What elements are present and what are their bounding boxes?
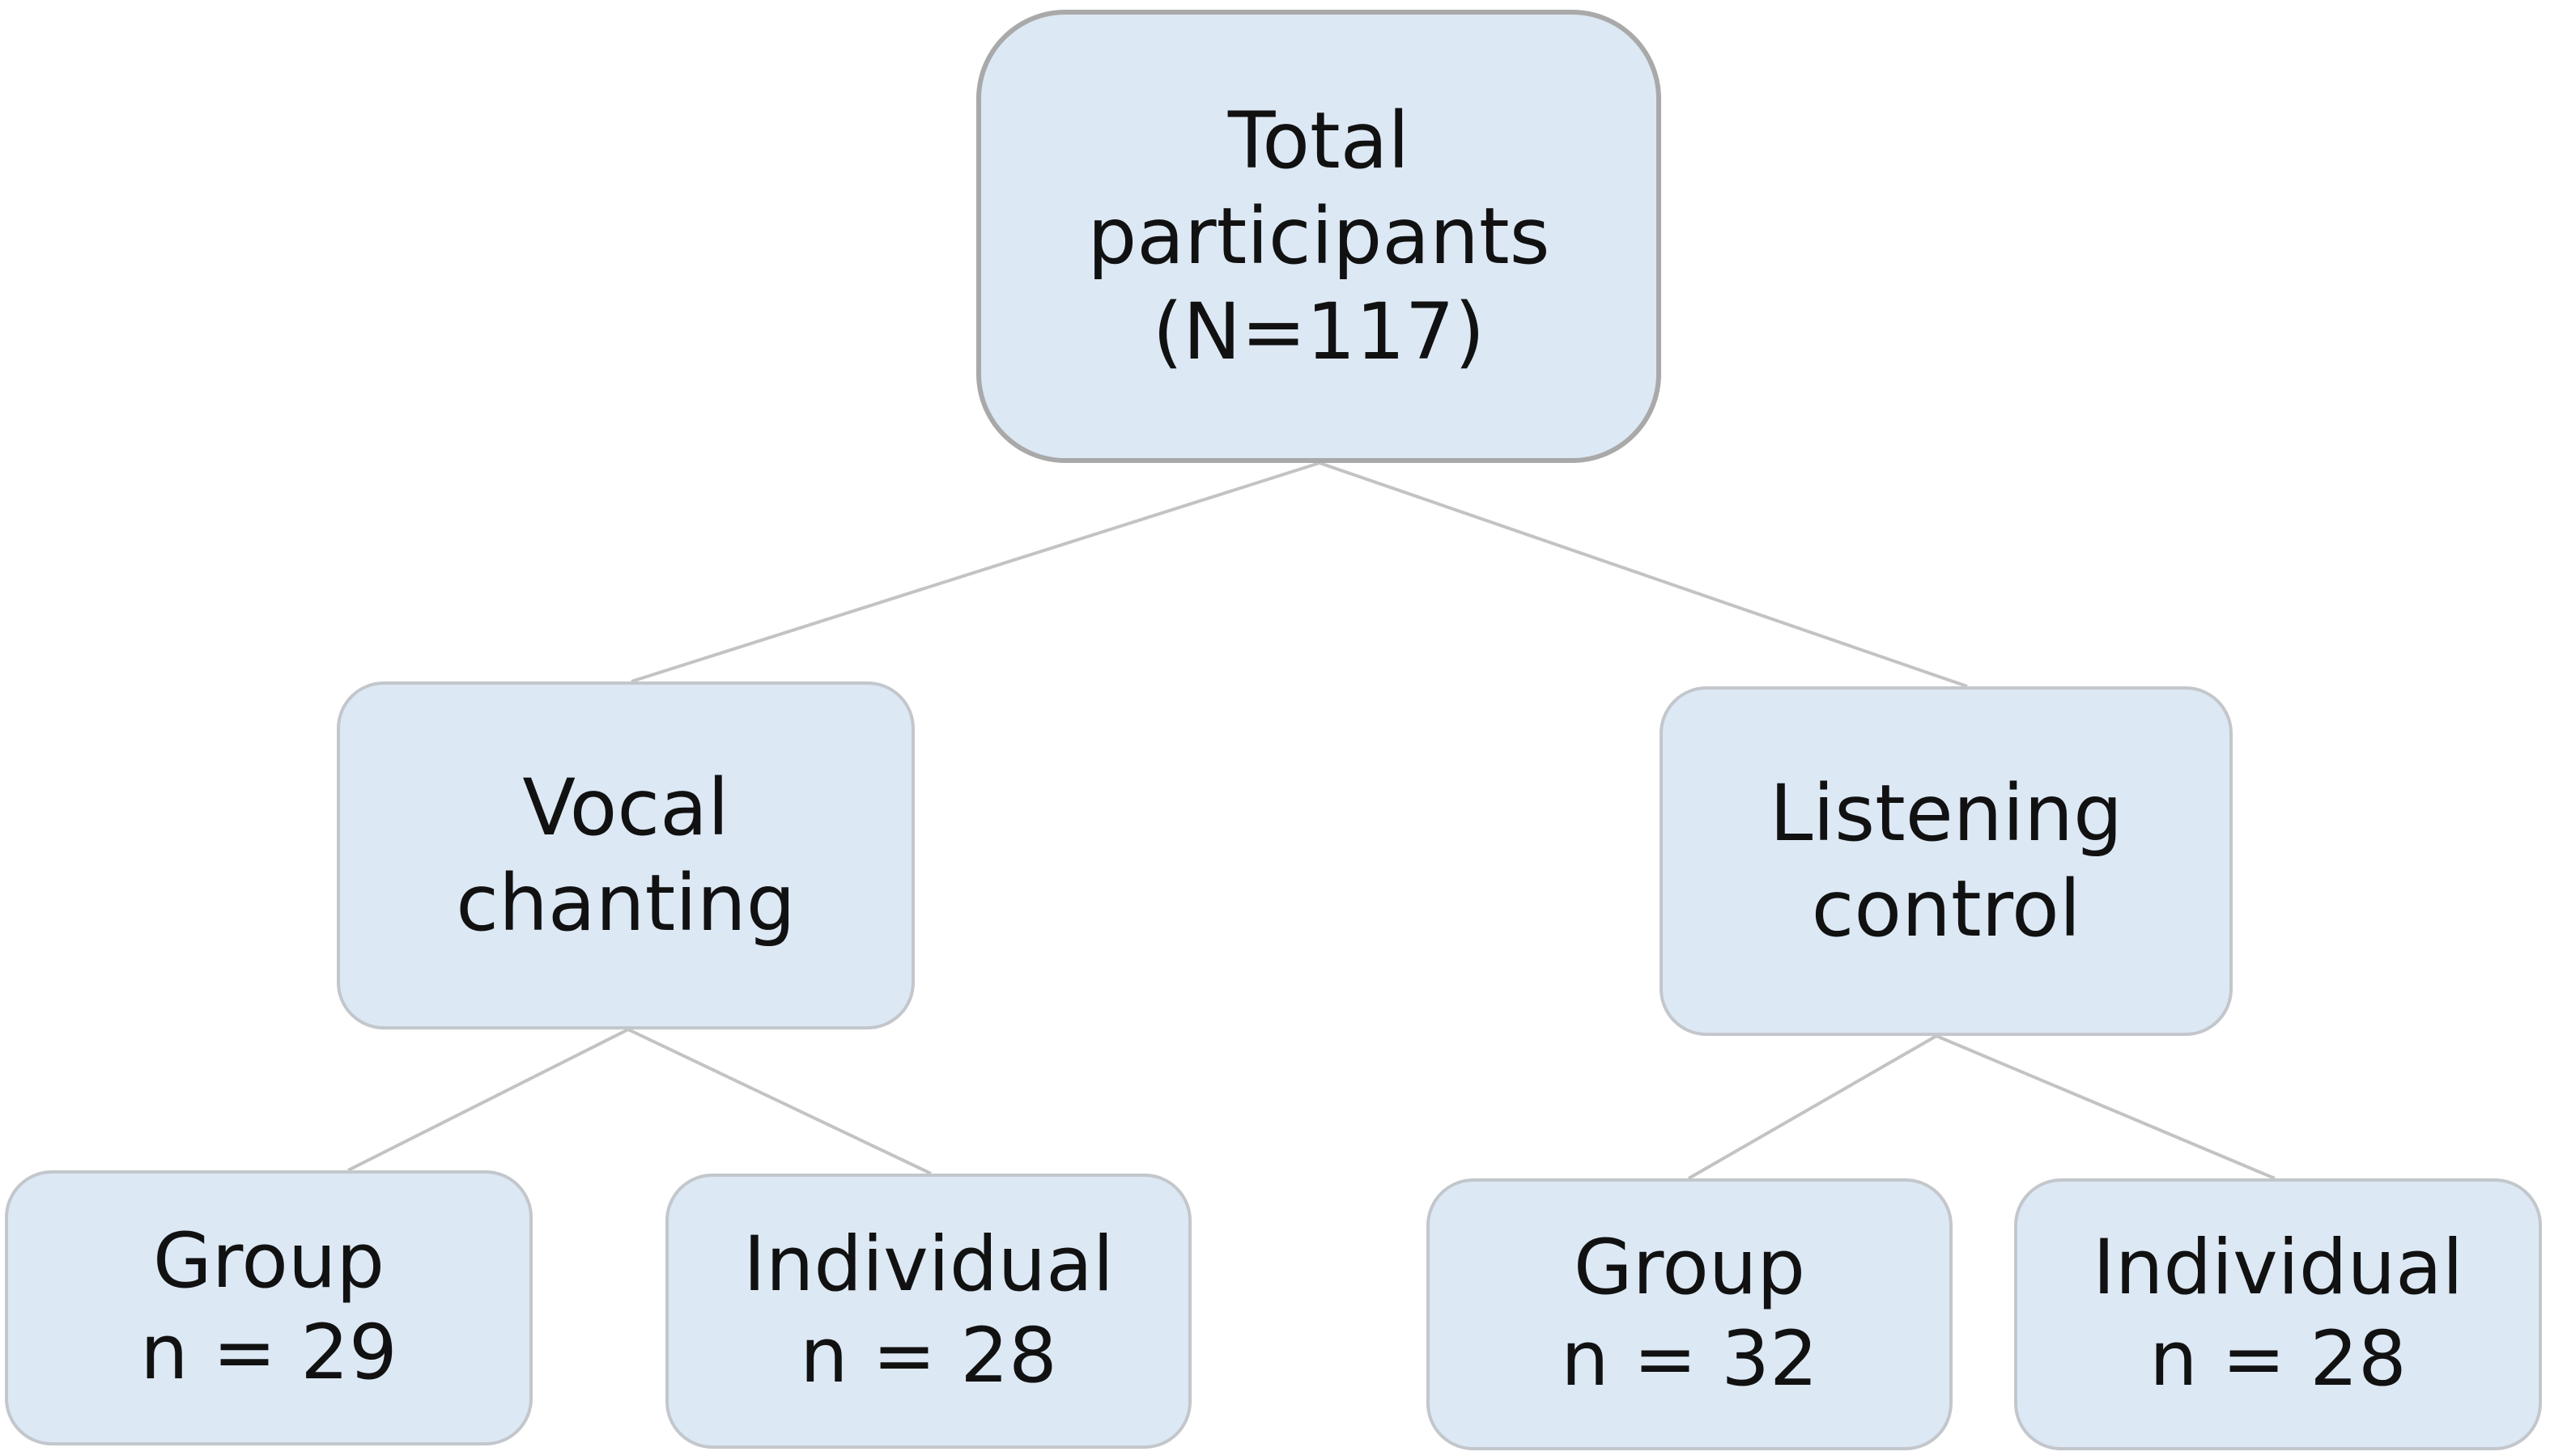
vocal-individual-box: Individual n = 28 [665,1174,1192,1449]
vocal-group-box: Group n = 29 [5,1170,533,1445]
total-participants-line-1: Total [1227,95,1410,186]
vocal-chanting-line-2: chanting [456,858,796,949]
listening-control-line-1: Listening [1769,767,2123,859]
total-participants-box: Total participants (N=117) [976,10,1661,463]
connector-vocal-to-group [347,1028,629,1172]
vocal-group-label: Group [152,1217,385,1306]
connector-listening-to-group [1688,1034,1937,1180]
vocal-chanting-line-1: Vocal [522,762,729,853]
connector-listening-to-individual [1936,1034,2276,1180]
listening-individual-box: Individual n = 28 [2014,1178,2542,1450]
vocal-chanting-box: Vocal chanting [337,681,915,1029]
listening-individual-count: n = 28 [2149,1315,2407,1403]
listening-individual-label: Individual [2093,1224,2463,1313]
listening-group-box: Group n = 32 [1426,1178,1953,1450]
listening-control-box: Listening control [1660,686,2233,1036]
vocal-individual-count: n = 28 [800,1312,1057,1400]
vocal-group-count: n = 29 [140,1309,397,1397]
connector-root-to-vocal [631,461,1320,683]
listening-group-count: n = 32 [1561,1315,1818,1403]
connector-root-to-listening [1319,461,1968,688]
connector-vocal-to-individual [627,1028,932,1175]
listening-group-label: Group [1573,1224,1806,1313]
vocal-individual-label: Individual [743,1220,1114,1310]
listening-control-line-2: control [1811,864,2081,954]
total-participants-line-2: participants [1087,190,1550,282]
total-participants-line-3: (N=117) [1152,287,1485,378]
